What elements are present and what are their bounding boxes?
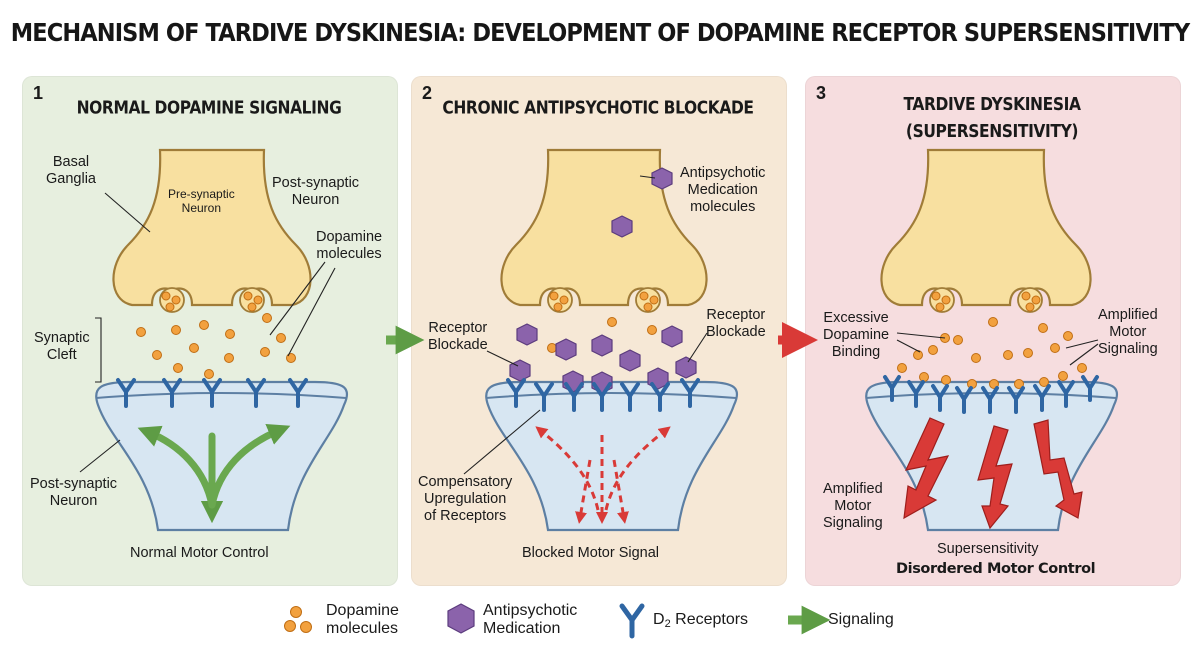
label-amplified-motor-signaling-bottom: Amplified Motor Signaling — [823, 481, 883, 531]
post-synaptic-neuron — [485, 380, 739, 532]
panel-number: 1 — [33, 83, 44, 103]
label-excessive-dopamine-binding: Excessive Dopamine Binding — [823, 310, 890, 360]
post-synaptic-neuron — [95, 380, 349, 532]
label-supersensitivity: Supersensitivity — [937, 541, 1039, 557]
label-pre-synaptic-neuron: Pre-synaptic Neuron — [168, 187, 235, 215]
panel-3-art — [865, 148, 1119, 532]
label-blocked-motor-signal: Blocked Motor Signal — [522, 545, 660, 561]
label-amplified-motor-signaling-top: Amplified Motor Signaling — [1098, 307, 1158, 357]
label-basal-ganglia: Basal Ganglia — [46, 154, 96, 187]
pre-synaptic-neuron — [112, 148, 312, 307]
panel-2-title: CHRONIC ANTIPSYCHOTIC BLOCKADE — [442, 97, 754, 119]
label-post-synaptic-neuron-top: Post-synaptic Neuron — [272, 175, 360, 208]
label-compensatory-upregulation: Compensatory Upregulation of Receptors — [418, 474, 513, 524]
label-antipsychotic-molecules: Antipsychotic Medication molecules — [680, 165, 766, 215]
d2-receptors — [116, 378, 308, 408]
label-normal-motor-control: Normal Motor Control — [130, 545, 269, 561]
diagram-title: MECHANISM OF TARDIVE DYSKINESIA: DEVELOP… — [10, 18, 1190, 48]
panel-number: 3 — [816, 83, 827, 103]
label-post-synaptic-neuron-bottom: Post-synaptic Neuron — [30, 476, 118, 509]
dopamine-molecules — [136, 291, 296, 379]
panel-3-title: TARDIVE DYSKINESIA (SUPERSENSITIVITY) — [903, 94, 1081, 142]
legend-icons — [284, 603, 831, 639]
pre-synaptic-neuron — [500, 148, 708, 307]
blocked-signal-arrows — [535, 426, 671, 524]
panel-2-art — [463, 148, 739, 532]
label-disordered-motor-control: Disordered Motor Control — [896, 561, 1096, 577]
legend-d2-receptors-label: D2 Receptors — [653, 611, 749, 630]
pre-synaptic-neuron — [880, 148, 1092, 307]
label-receptor-blockade-right: Receptor Blockade — [706, 307, 766, 340]
panel-1-art — [79, 148, 349, 532]
legend-signaling-label: Signaling — [828, 611, 894, 628]
signaling-arrows — [137, 423, 291, 524]
legend-dopamine-label: Dopamine molecules — [326, 602, 399, 637]
panel-1-title: NORMAL DOPAMINE SIGNALING — [76, 97, 342, 119]
label-dopamine-molecules: Dopamine molecules — [316, 229, 383, 262]
amplified-signal-arrows — [903, 417, 1083, 530]
legend-antipsychotic-label: Antipsychotic Medication — [483, 602, 578, 637]
label-synaptic-cleft: Synaptic Cleft — [34, 330, 90, 363]
panel-number: 2 — [422, 83, 433, 103]
label-receptor-blockade-left: Receptor Blockade — [428, 320, 488, 353]
